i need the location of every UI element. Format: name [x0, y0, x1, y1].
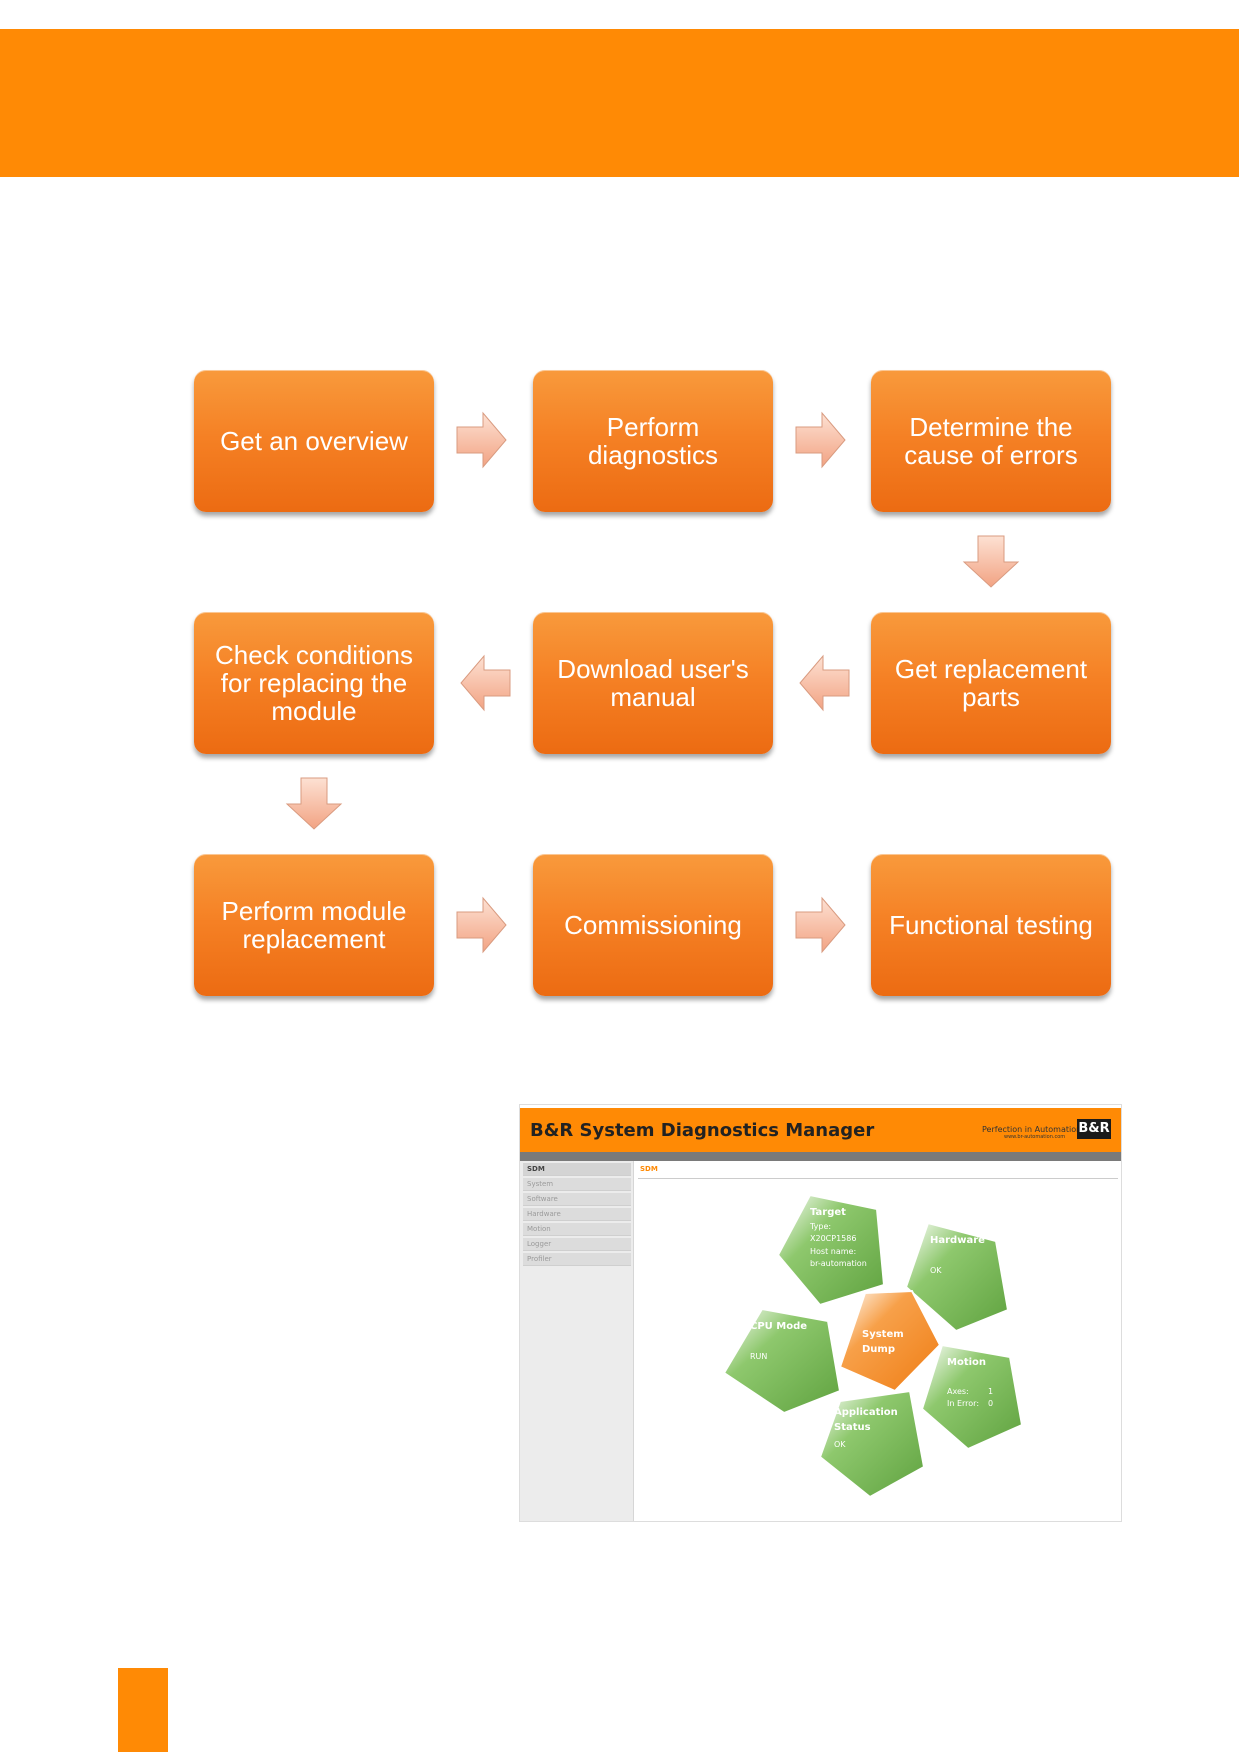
sdm-url: www.br-automation.com: [1004, 1134, 1066, 1140]
arrow-right-icon: [795, 896, 846, 954]
nav-motion[interactable]: Motion: [523, 1223, 631, 1236]
tile-title: CPU Mode: [750, 1321, 807, 1332]
nav-hardware[interactable]: Hardware: [523, 1208, 631, 1221]
arrow-right-icon: [795, 411, 846, 469]
tile-system-dump[interactable]: System Dump: [838, 1289, 942, 1393]
nav-logger[interactable]: Logger: [523, 1238, 631, 1251]
step-get-replacement-parts: Get replacement parts: [871, 612, 1111, 754]
sdm-tiles: Target Type: X20CP1586 Host name: br-aut…: [722, 1193, 1024, 1499]
step-commissioning: Commissioning: [533, 854, 773, 996]
tile-label: In Error:: [947, 1399, 979, 1408]
tile-title: Motion: [947, 1357, 986, 1368]
tile-label: Axes:: [947, 1387, 969, 1396]
top-banner: [0, 29, 1239, 177]
step-module-replacement: Perform module replacement: [194, 854, 434, 996]
tile-title: Hardware: [930, 1235, 985, 1246]
sdm-screenshot: B&R System Diagnostics Manager Perfectio…: [519, 1104, 1122, 1522]
step-label: Commissioning: [564, 910, 742, 940]
tile-line: Status: [834, 1422, 871, 1433]
sdm-sidebar: SDM System Software Hardware Motion Logg…: [520, 1161, 634, 1521]
tile-application-status[interactable]: Application Status OK: [818, 1389, 926, 1499]
tile-label: Type:: [809, 1222, 831, 1231]
step-label: Download user's manual: [557, 654, 749, 712]
step-label: Check conditions for replacing the modul…: [215, 640, 413, 726]
tile-value: X20CP1586: [810, 1234, 856, 1243]
tile-value: 0: [988, 1399, 993, 1408]
nav-profiler[interactable]: Profiler: [523, 1253, 631, 1266]
step-label: Get an overview: [220, 426, 408, 456]
arrow-down-icon: [285, 777, 343, 830]
tile-value: 1: [988, 1387, 993, 1396]
arrow-left-icon: [799, 654, 850, 712]
tile-target[interactable]: Target Type: X20CP1586 Host name: br-aut…: [776, 1193, 886, 1307]
br-logo: B&R: [1077, 1119, 1111, 1139]
step-determine-cause: Determine the cause of errors: [871, 370, 1111, 512]
breadcrumb: SDM: [640, 1165, 658, 1173]
step-check-conditions: Check conditions for replacing the modul…: [194, 612, 434, 754]
step-label: Functional testing: [889, 910, 1093, 940]
tile-line: System: [862, 1329, 904, 1340]
step-perform-diagnostics: Perform diagnostics: [533, 370, 773, 512]
step-download-manual: Download user's manual: [533, 612, 773, 754]
step-get-overview: Get an overview: [194, 370, 434, 512]
step-functional-testing: Functional testing: [871, 854, 1111, 996]
sdm-header: B&R System Diagnostics Manager Perfectio…: [520, 1108, 1121, 1152]
nav-system[interactable]: System: [523, 1178, 631, 1191]
sdm-slogan: Perfection in Automation: [982, 1125, 1082, 1134]
sdm-toolbar: [520, 1152, 1121, 1161]
tile-cpu-mode[interactable]: CPU Mode RUN: [722, 1307, 842, 1415]
arrow-left-icon: [460, 654, 511, 712]
sdm-title: B&R System Diagnostics Manager: [530, 1120, 875, 1141]
nav-sdm[interactable]: SDM: [523, 1163, 631, 1176]
tile-line: Application: [834, 1407, 898, 1418]
nav-software[interactable]: Software: [523, 1193, 631, 1206]
tile-motion[interactable]: Motion Axes: 1 In Error: 0: [920, 1343, 1024, 1451]
arrow-down-icon: [962, 535, 1020, 588]
step-label: Perform diagnostics: [587, 412, 719, 470]
divider: [638, 1178, 1118, 1179]
arrow-right-icon: [456, 896, 507, 954]
arrow-right-icon: [456, 411, 507, 469]
footer-accent: [118, 1668, 168, 1752]
step-label: Perform module replacement: [221, 896, 407, 954]
step-label: Get replacement parts: [894, 654, 1088, 712]
tile-value: br-automation: [810, 1259, 867, 1268]
tile-status: OK: [834, 1440, 846, 1449]
tile-label: Host name:: [810, 1247, 856, 1256]
tile-status: RUN: [750, 1352, 767, 1361]
tile-status: OK: [930, 1266, 942, 1275]
step-label: Determine the cause of errors: [904, 412, 1078, 470]
tile-hardware[interactable]: Hardware OK: [904, 1221, 1010, 1333]
tile-line: Dump: [862, 1344, 895, 1355]
tile-title: Target: [810, 1207, 846, 1218]
